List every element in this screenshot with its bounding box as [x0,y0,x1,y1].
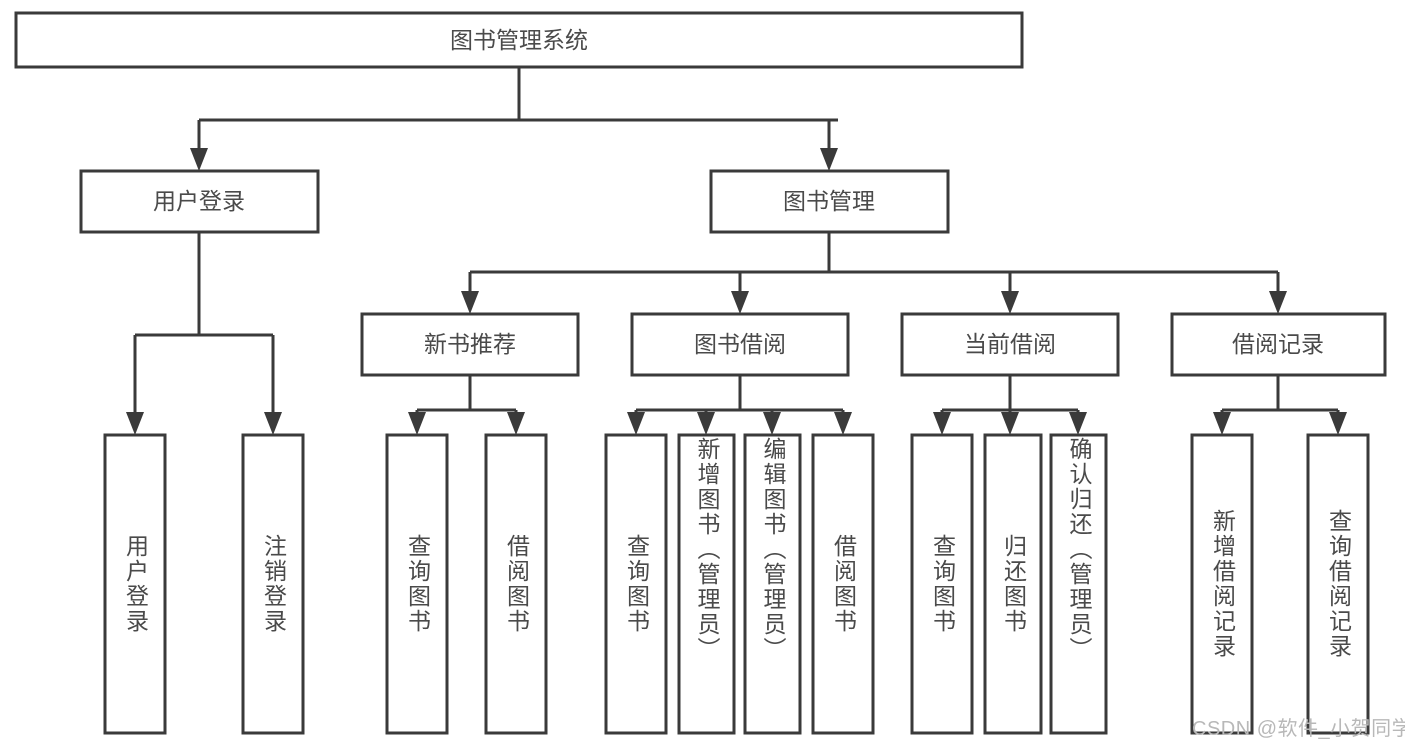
connector-user-login-bus [133,232,275,414]
leaf-query-book-rec-box[interactable] [385,433,449,735]
leaf-query-book-c-box[interactable] [910,433,974,735]
arrow-borrow-record-to-query-record [1329,412,1347,435]
csdn-watermark: CSDN @软件_小贺同学 [1192,718,1405,740]
node-book-manage-label: 图书管理 [783,188,875,214]
node-new-book-rec[interactable]: 新书推荐 [360,312,580,377]
node-book-borrow-label: 图书借阅 [694,331,786,357]
arrow-book-manage-to-borrow-record [1269,291,1287,314]
node-book-manage-box[interactable] [709,169,950,234]
arrow-book-manage-to-book-borrow [731,291,749,314]
node-current-borrow[interactable]: 当前借阅 [900,312,1120,377]
leaf-box-group [103,433,1370,735]
node-current-borrow-label: 当前借阅 [964,331,1056,357]
node-book-borrow[interactable]: 图书借阅 [630,312,850,377]
arrow-book-borrow-to-query-book [627,412,645,435]
node-book-borrow-box[interactable] [630,312,850,377]
connector-borrow-record-bus [1220,375,1340,414]
node-user-login-label: 用户登录 [153,188,245,214]
arrow-new-book-rec-to-borrow-book [507,412,525,435]
node-user-login[interactable]: 用户登录 [79,169,320,234]
node-root-box[interactable] [14,11,1024,69]
connector-book-manage-bus [468,232,1280,293]
node-book-manage[interactable]: 图书管理 [709,169,950,234]
arrow-current-borrow-to-query-book [933,412,951,435]
leaf-query-book-b-box[interactable] [604,433,668,735]
node-current-borrow-box[interactable] [900,312,1120,377]
leaf-return-book-box[interactable] [983,433,1043,735]
node-user-login-box[interactable] [79,169,320,234]
node-borrow-record-label: 借阅记录 [1232,331,1324,357]
node-borrow-record-box[interactable] [1170,312,1387,377]
leaf-add-book-box[interactable] [677,433,736,735]
node-root[interactable]: 图书管理系统 [14,11,1024,69]
arrow-borrow-record-to-add-record [1213,412,1231,435]
connector-root-bus [197,67,838,150]
leaf-borrow-book-rec-box[interactable] [484,433,548,735]
leaf-user-login-box[interactable] [103,433,167,735]
leaf-logout-box[interactable] [241,433,305,735]
node-root-label: 图书管理系统 [450,27,588,53]
leaf-borrow-book-b-box[interactable] [811,433,875,735]
arrow-user-login-to-leaf-user-login [126,412,144,435]
arrow-user-login-to-leaf-logout [264,412,282,435]
leaf-query-record-box[interactable] [1306,433,1370,735]
leaf-add-record-box[interactable] [1190,433,1254,735]
connector-current-borrow-bus [940,375,1080,414]
arrow-book-borrow-to-edit-book [763,412,781,435]
node-new-book-rec-label: 新书推荐 [424,331,516,357]
connector-group [126,67,1347,435]
arrow-book-borrow-to-add-book [697,412,715,435]
leaf-confirm-return-box[interactable] [1049,433,1108,735]
connector-book-borrow-bus [634,375,845,414]
arrow-root-to-user-login [190,148,208,171]
arrow-book-manage-to-new-book-rec [461,291,479,314]
arrow-book-borrow-to-borrow-book [834,412,852,435]
node-borrow-record[interactable]: 借阅记录 [1170,312,1387,377]
arrow-current-borrow-to-return-book [1001,412,1019,435]
connector-new-book-rec-bus [415,375,518,414]
arrow-root-to-book-manage [820,148,838,171]
arrow-new-book-rec-to-query-book [408,412,426,435]
arrow-book-manage-to-current-borrow [1001,291,1019,314]
leaf-edit-book-box[interactable] [743,433,802,735]
arrow-current-borrow-to-confirm-return [1069,412,1087,435]
node-new-book-rec-box[interactable] [360,312,580,377]
